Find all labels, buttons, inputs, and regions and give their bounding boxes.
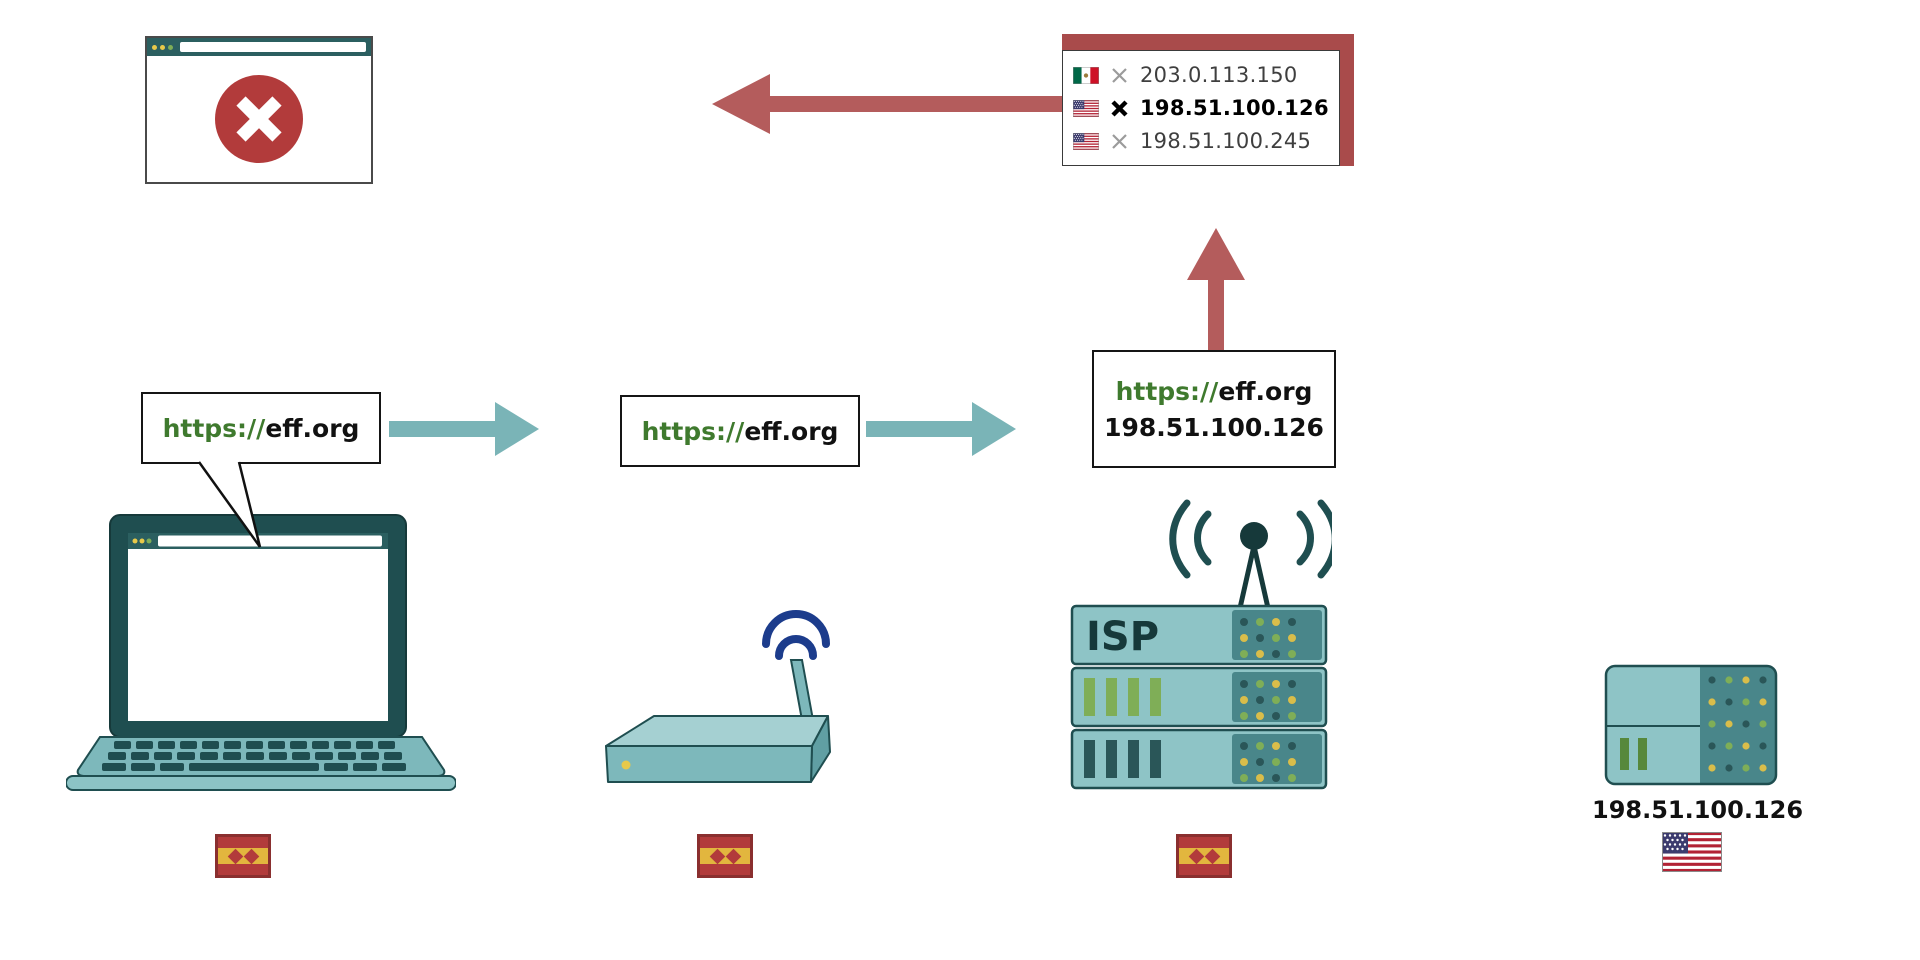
arrow-shaft (1208, 278, 1224, 352)
laptop-address-bar (158, 535, 382, 547)
country-flag-icon (1176, 834, 1232, 878)
destination-server-illustration (1604, 664, 1778, 786)
resolved-ip: 198.51.100.126 (1104, 412, 1324, 442)
router-antenna (789, 659, 815, 721)
request-box-router: https://eff.org (620, 395, 860, 467)
country-flag-icon (697, 834, 753, 878)
blocked-response-arrow (712, 74, 1062, 134)
laptop-keyboard (102, 741, 406, 771)
x-icon (1112, 67, 1127, 83)
usa-flag-icon (1662, 832, 1722, 872)
usa-flag-icon (1073, 133, 1099, 150)
request-url: https://eff.org (163, 414, 360, 443)
dns-entry: 203.0.113.150 (1073, 63, 1329, 87)
server-panel (1700, 666, 1776, 784)
url-host: eff.org (265, 413, 360, 443)
destination-server-ip: 198.51.100.126 (1592, 796, 1804, 824)
request-url: https://eff.org (1116, 377, 1313, 406)
dns-response-panel: 203.0.113.150 198.51.100.126 198.51.100.… (1062, 34, 1354, 166)
arrow-shaft (866, 421, 974, 437)
titlebar-dot-icon (152, 44, 157, 50)
dns-ip: 198.51.100.126 (1140, 96, 1329, 120)
titlebar-dot-icon (160, 44, 165, 50)
titlebar-dot-icon (132, 538, 138, 544)
router-illustration (605, 610, 831, 783)
request-arrow-router-to-isp (866, 402, 1016, 456)
browser-titlebar (147, 38, 371, 56)
blocked-x-icon (215, 75, 303, 163)
router-led-icon (621, 760, 631, 770)
request-bubble-laptop: https://eff.org (141, 392, 381, 464)
usa-flag-icon (1073, 100, 1099, 117)
arrow-shaft (389, 421, 497, 437)
titlebar-dot-icon (139, 538, 145, 544)
isp-label: ISP (1086, 614, 1159, 660)
blocked-browser-window (145, 36, 373, 184)
country-flag-icon (215, 834, 271, 878)
dns-query-arrow (1187, 228, 1245, 352)
dns-ip: 198.51.100.245 (1140, 129, 1312, 153)
x-icon (1112, 133, 1127, 149)
request-box-isp: https://eff.org 198.51.100.126 (1092, 350, 1336, 468)
arrow-head-up-icon (1187, 228, 1245, 280)
laptop-illustration (66, 514, 456, 791)
url-scheme: https:// (641, 416, 745, 446)
arrow-shaft (766, 96, 1062, 112)
arrow-head-left-icon (712, 74, 770, 134)
url-host: eff.org (744, 416, 839, 446)
router-body (605, 715, 831, 783)
mexico-flag-icon (1073, 67, 1099, 84)
laptop-browser-content (128, 533, 388, 721)
laptop-bottom-lip (66, 775, 456, 791)
dns-entry-list: 203.0.113.150 198.51.100.126 198.51.100.… (1062, 50, 1340, 166)
server-bar (1620, 738, 1629, 770)
request-url: https://eff.org (642, 417, 839, 446)
url-scheme: https:// (162, 413, 266, 443)
request-arrow-laptop-to-router (389, 402, 539, 456)
status-lights (1708, 676, 1767, 772)
status-lights (1240, 742, 1296, 782)
dns-entry-selected: 198.51.100.126 (1073, 96, 1329, 120)
x-mark-icon (236, 96, 282, 142)
server-bar (1638, 738, 1647, 770)
address-bar (180, 42, 366, 52)
isp-activity-bars (1084, 678, 1161, 778)
isp-antenna (1237, 522, 1271, 609)
titlebar-dot-icon (168, 44, 173, 50)
arrow-head-right-icon (495, 402, 539, 456)
status-lights (1240, 680, 1296, 720)
browser-content (147, 56, 371, 182)
isp-signal-waves-icon (1169, 499, 1332, 579)
dns-ip: 203.0.113.150 (1140, 63, 1298, 87)
status-lights (1240, 618, 1296, 658)
isp-server-illustration: ISP (1070, 499, 1332, 790)
arrow-head-right-icon (972, 402, 1016, 456)
speech-bubble-tail (198, 461, 262, 548)
x-bold-icon (1111, 99, 1128, 117)
dns-entry: 198.51.100.245 (1073, 129, 1329, 153)
url-scheme: https:// (1115, 376, 1219, 406)
wifi-icon (762, 610, 830, 660)
titlebar-dot-icon (146, 538, 152, 544)
url-host: eff.org (1218, 376, 1313, 406)
